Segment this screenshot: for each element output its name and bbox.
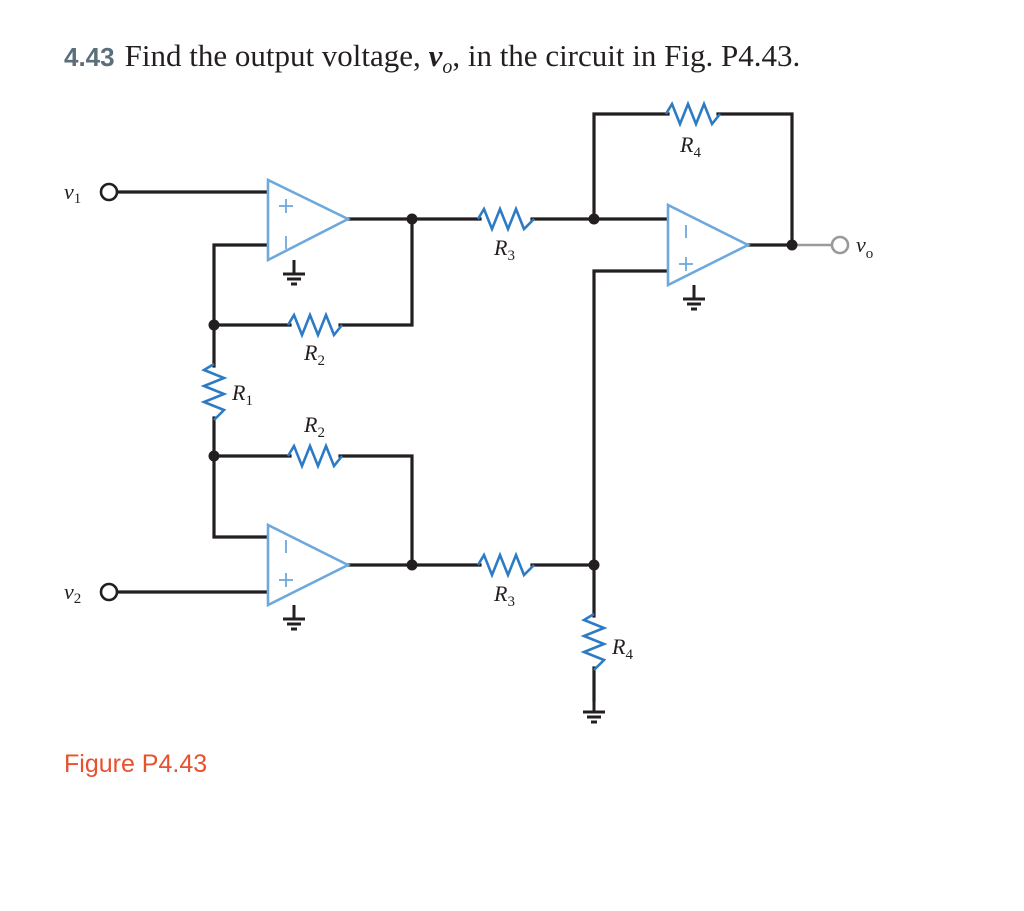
resistor-r4-feedback — [664, 100, 722, 128]
wire-r4-fb-left — [592, 112, 670, 221]
label-vo: vo — [856, 232, 873, 262]
terminal-vo — [830, 235, 850, 255]
resistor-r2-top — [286, 311, 344, 339]
wire-r2-top-right — [338, 217, 414, 327]
resistor-r3-bottom — [476, 551, 535, 579]
label-v2: v2 — [64, 579, 81, 607]
resistor-r3-top — [476, 205, 535, 233]
problem-statement: 4.43 Find the output voltage, vo, in the … — [64, 38, 800, 79]
wire-r2-bot-right — [338, 454, 414, 567]
problem-variable-subscript: o — [442, 56, 453, 79]
label-r3-top: R3 — [493, 235, 515, 264]
wire-top-minus — [212, 243, 270, 327]
label-r4-ground: R4 — [611, 634, 633, 663]
figure-caption: Figure P4.43 — [64, 750, 208, 778]
label-r2-bottom: R2 — [303, 412, 325, 441]
label-r3-bottom: R3 — [493, 581, 515, 610]
resistor-r4-ground — [580, 612, 608, 671]
wire-right-plus — [592, 269, 670, 567]
label-v1: v1 — [64, 179, 81, 207]
label-r2-top: R2 — [303, 340, 325, 369]
label-r4-feedback: R4 — [679, 132, 701, 161]
resistor-r1 — [200, 362, 228, 421]
problem-text-before: Find the output voltage, — [124, 38, 429, 73]
wire-r4-fb-right — [716, 112, 794, 247]
ground-symbol-r4 — [583, 700, 605, 724]
opamp-right — [666, 202, 751, 311]
terminal-v2 — [99, 582, 119, 602]
label-r1: R1 — [231, 380, 253, 409]
resistor-r2-bottom — [286, 442, 344, 470]
problem-number: 4.43 — [64, 42, 115, 72]
problem-variable: v — [428, 38, 443, 73]
terminal-v1 — [99, 182, 119, 202]
problem-text-after: , in the circuit in Fig. P4.43. — [452, 38, 801, 73]
wires — [115, 112, 794, 702]
opamp-top — [266, 177, 351, 286]
opamp-bottom — [266, 522, 351, 631]
wire-bot-minus — [212, 454, 270, 539]
junction-dots — [208, 213, 798, 571]
